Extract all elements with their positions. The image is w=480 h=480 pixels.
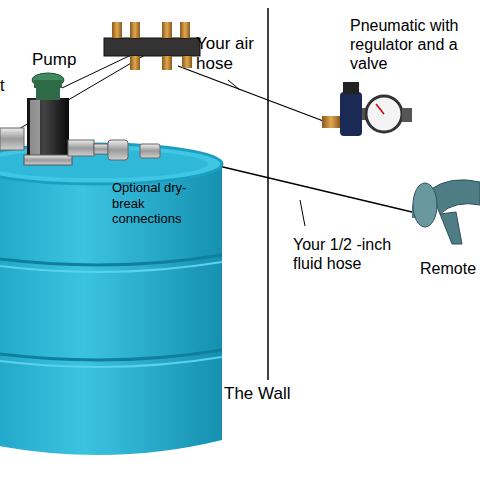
note-label: Optional dry-break connections <box>112 180 202 227</box>
air-hose-line <box>178 66 326 122</box>
air-regulator <box>322 82 412 136</box>
part-label: Remote <box>420 259 480 278</box>
pump <box>0 73 160 165</box>
air-manifold <box>104 22 200 70</box>
hose-label: Your 1/2 -inch fluid hose <box>293 235 423 273</box>
cut-label: t <box>0 76 30 95</box>
part-label: Pump <box>32 50 92 70</box>
hose-label: Your air hose <box>196 34 276 75</box>
wall-line <box>267 8 269 380</box>
drum <box>0 144 222 455</box>
part-label: Pneumatic with regulator and a valve <box>350 16 480 74</box>
remote-valve <box>412 180 480 244</box>
leader-line <box>228 80 240 90</box>
wall-label: The Wall <box>224 384 314 404</box>
leader-line <box>300 200 305 226</box>
